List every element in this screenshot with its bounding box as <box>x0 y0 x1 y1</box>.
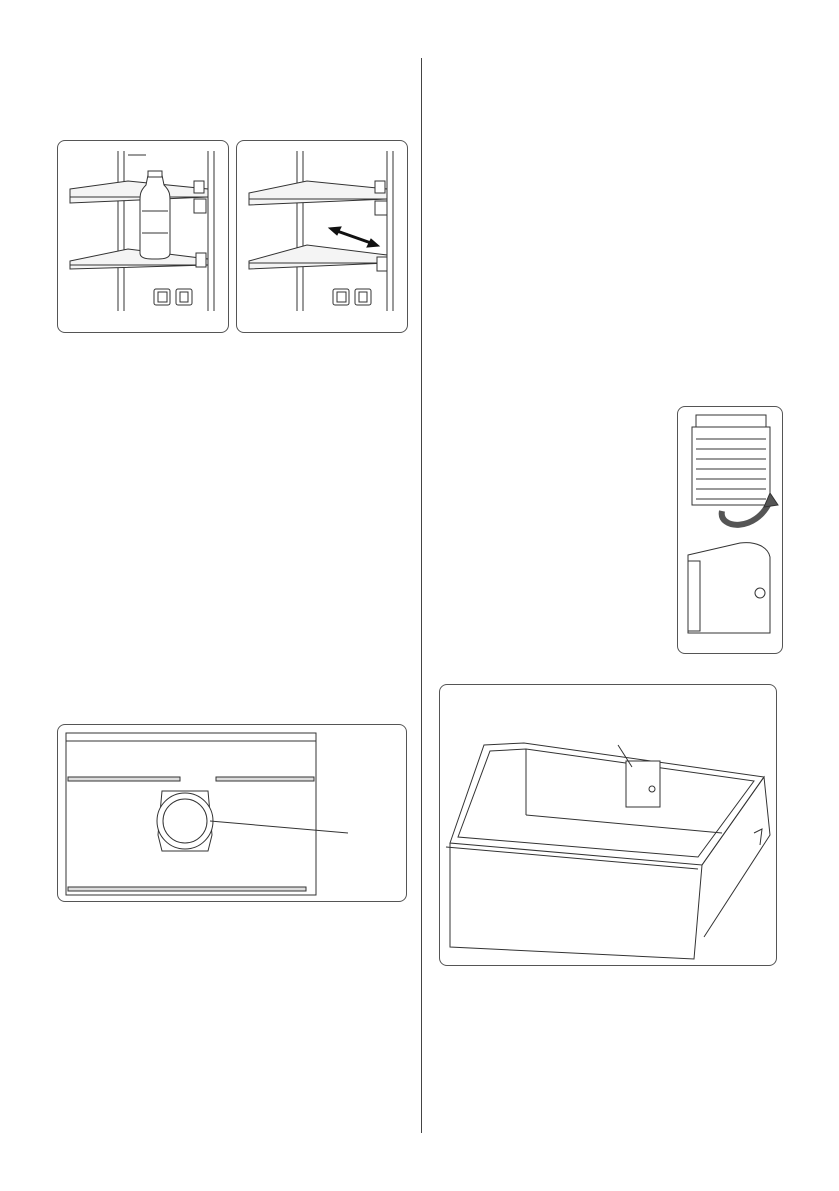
column-divider <box>421 58 422 1133</box>
shelf-bottle-drawing <box>58 141 229 333</box>
shelf-cutout-drawing <box>58 725 407 902</box>
shelf-cutout-figure <box>57 724 407 902</box>
shelf-adjust-figure <box>236 140 408 333</box>
shelf-adjust-drawing <box>237 141 408 333</box>
filter-cover-drawing <box>678 407 783 654</box>
shelf-bottle-figure <box>57 140 229 333</box>
filter-cover-figure <box>677 406 783 654</box>
crisper-drawer-drawing <box>440 685 777 966</box>
crisper-drawer-figure <box>439 684 777 966</box>
